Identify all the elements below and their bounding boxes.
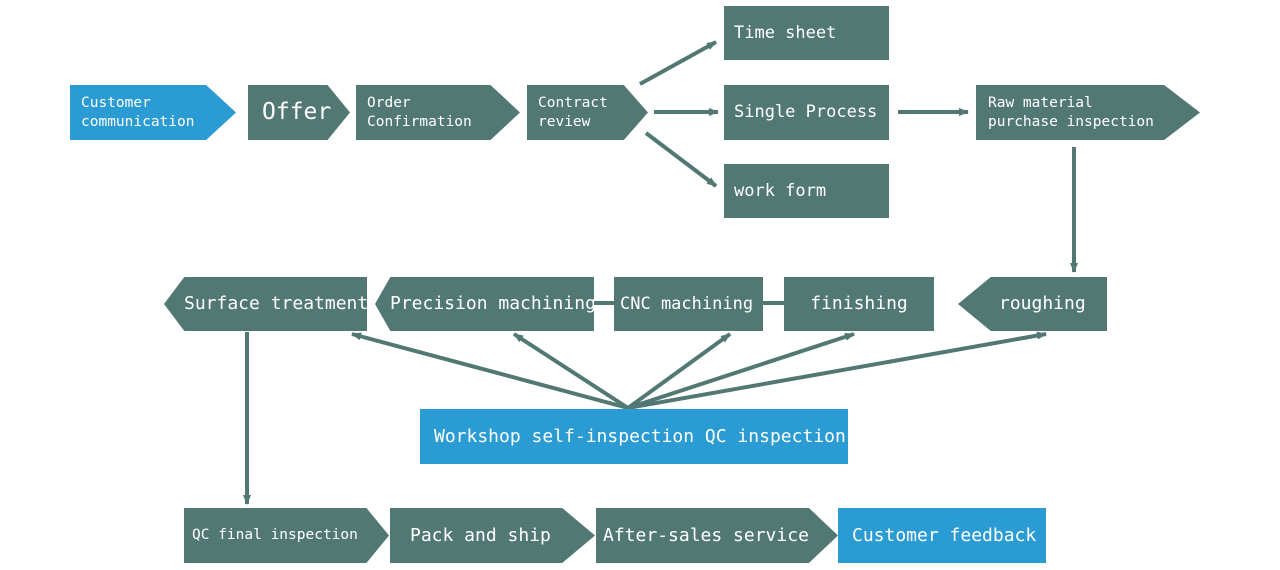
- node-label: Surface treatment: [184, 293, 369, 315]
- node-pack-and-ship: Pack and ship: [390, 508, 595, 563]
- node-qc-final-inspection: QC final inspection: [184, 508, 389, 563]
- node-after-sales-service: After-sales service: [596, 508, 838, 563]
- node-label: Pack and ship: [410, 524, 551, 546]
- node-label-line: Raw material: [988, 94, 1093, 111]
- node-roughing: roughing: [958, 277, 1107, 331]
- node-time-sheet: Time sheet: [724, 6, 889, 60]
- node-label-line: purchase inspection: [988, 113, 1154, 130]
- node-single-process: Single Process: [724, 85, 889, 140]
- node-label: Single Process: [734, 102, 878, 123]
- node-label: roughing: [999, 293, 1086, 315]
- arrow-qc-to-cnc-machining: [626, 332, 732, 410]
- arrow-qc-to-precision-machining: [512, 332, 630, 410]
- node-offer: Offer: [248, 85, 350, 140]
- node-label: finishing: [810, 293, 908, 315]
- node-work-form: work form: [724, 164, 889, 218]
- arrow-qc-to-roughing: [627, 331, 1047, 410]
- node-label: Customer feedback: [852, 524, 1037, 546]
- node-label: Offer: [262, 98, 332, 125]
- node-cnc-machining: CNC machining: [614, 277, 763, 331]
- node-label: CNC machining: [620, 293, 754, 314]
- node-label: After-sales service: [603, 524, 809, 546]
- node-label-line: Confirmation: [367, 113, 472, 130]
- node-label-line: Order: [367, 94, 411, 111]
- node-finishing: finishing: [784, 277, 934, 331]
- node-label-line: review: [538, 113, 591, 130]
- node-contract-review: Contract review: [527, 85, 648, 140]
- node-surface-treatment: Surface treatment: [164, 277, 367, 331]
- node-label: Workshop self-inspection QC inspection: [434, 425, 846, 447]
- node-raw-material-inspection: Raw material purchase inspection: [976, 85, 1200, 140]
- node-label: work form: [734, 180, 827, 201]
- node-label-line: communication: [81, 113, 195, 130]
- node-customer-feedback: Customer feedback: [838, 508, 1046, 563]
- arrow-contract-to-timesheet: [639, 40, 717, 86]
- node-label-line: Customer: [81, 94, 151, 111]
- arrow-contract-to-work-form: [644, 131, 718, 188]
- node-precision-machining: Precision machining: [375, 277, 594, 331]
- node-label: QC final inspection: [192, 527, 358, 544]
- node-workshop-qc-inspection: Workshop self-inspection QC inspection: [420, 409, 848, 464]
- arrow-qc-to-finishing: [627, 332, 855, 410]
- node-label-line: Contract: [538, 94, 608, 111]
- arrow-qc-to-surface-treatment: [351, 332, 629, 410]
- node-label: Time sheet: [734, 22, 837, 43]
- node-label: Precision machining: [390, 293, 596, 315]
- node-customer-communication: Customer communication: [70, 85, 236, 140]
